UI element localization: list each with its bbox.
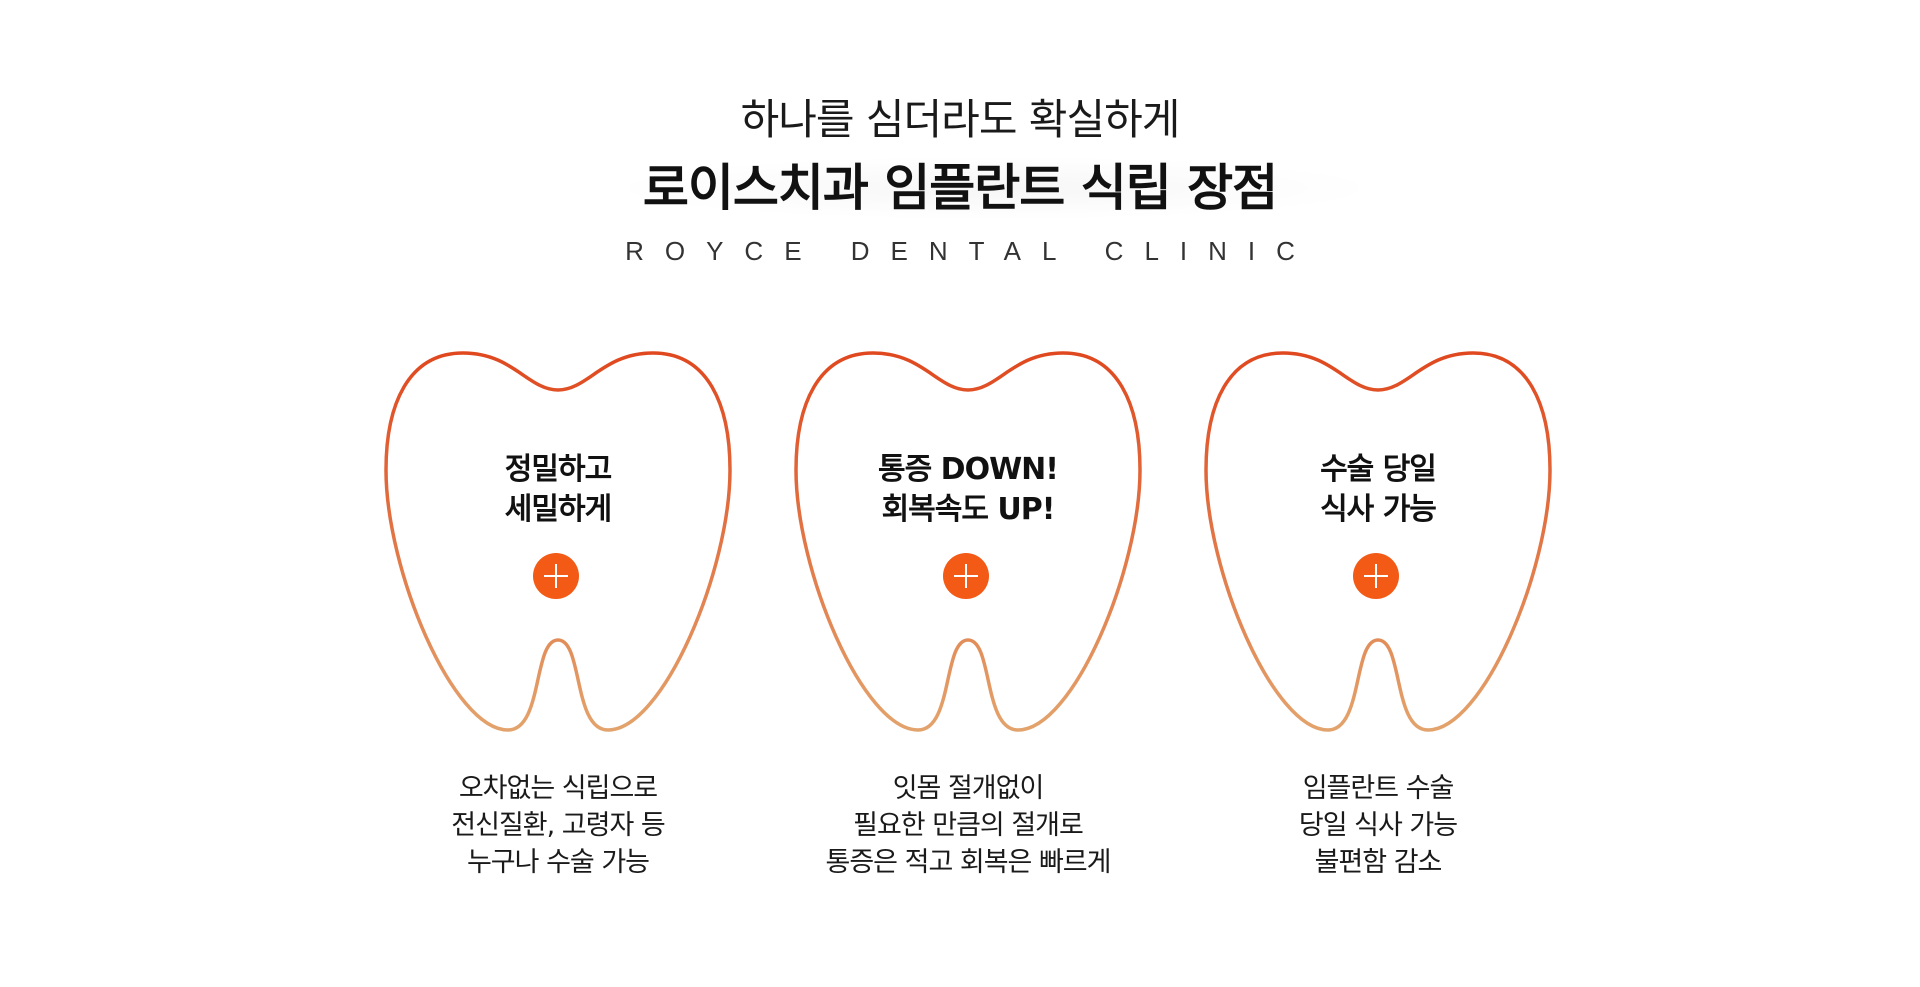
section-title: 로이스치과 임플란트 식립 장점 bbox=[642, 159, 1278, 217]
card-title: 정밀하고 세밀하게 bbox=[383, 450, 733, 530]
card-description-line: 오차없는 식립으로 bbox=[458, 773, 658, 804]
advantage-card-3: 수술 당일 식사 가능 임플란트 수술 당일 식사 가능 불편함 감소 bbox=[1203, 350, 1553, 890]
card-description: 오차없는 식립으로 전신질환, 고령자 등 누구나 수술 가능 bbox=[358, 770, 758, 881]
section-subtitle: 하나를 심더라도 확실하게 bbox=[740, 95, 1181, 144]
card-description-line: 임플란트 수술 bbox=[1302, 773, 1455, 804]
tooth-outline-icon bbox=[384, 351, 732, 732]
card-description: 잇몸 절개없이 필요한 만큼의 절개로 통증은 적고 회복은 빠르게 bbox=[768, 770, 1168, 881]
card-description-line: 전신질환, 고령자 등 bbox=[451, 810, 665, 841]
expand-button[interactable] bbox=[533, 553, 579, 599]
card-title: 통증 DOWN! 회복속도 UP! bbox=[793, 450, 1143, 530]
card-title-line: 통증 DOWN! bbox=[878, 452, 1059, 487]
card-description-line: 필요한 만큼의 절개로 bbox=[853, 810, 1084, 841]
advantage-card-1: 정밀하고 세밀하게 오차없는 식립으로 전신질환, 고령자 등 누구나 수술 가… bbox=[383, 350, 733, 890]
expand-button[interactable] bbox=[943, 553, 989, 599]
card-title-line: 세밀하게 bbox=[504, 492, 612, 527]
plus-icon bbox=[965, 564, 967, 588]
tooth-outline-icon bbox=[794, 351, 1142, 732]
advantage-card-2: 통증 DOWN! 회복속도 UP! 잇몸 절개없이 필요한 만큼의 절개로 통증… bbox=[793, 350, 1143, 890]
title-highlight bbox=[610, 156, 1380, 220]
card-title: 수술 당일 식사 가능 bbox=[1203, 450, 1553, 530]
card-description-line: 당일 식사 가능 bbox=[1298, 810, 1458, 841]
card-description-line: 잇몸 절개없이 bbox=[892, 773, 1045, 804]
card-title-line: 회복속도 UP! bbox=[881, 492, 1056, 527]
card-description-line: 불편함 감소 bbox=[1314, 847, 1443, 878]
plus-icon bbox=[555, 564, 557, 588]
plus-icon bbox=[1375, 564, 1377, 588]
card-title-line: 수술 당일 bbox=[1320, 452, 1437, 487]
card-title-line: 정밀하고 bbox=[504, 452, 612, 487]
card-description: 임플란트 수술 당일 식사 가능 불편함 감소 bbox=[1178, 770, 1578, 881]
card-description-line: 누구나 수술 가능 bbox=[466, 847, 650, 878]
expand-button[interactable] bbox=[1353, 553, 1399, 599]
tooth-outline-icon bbox=[1204, 351, 1552, 732]
clinic-name: ROYCE DENTAL CLINIC bbox=[625, 236, 1316, 266]
card-title-line: 식사 가능 bbox=[1320, 492, 1437, 527]
card-description-line: 통증은 적고 회복은 빠르게 bbox=[825, 847, 1112, 878]
